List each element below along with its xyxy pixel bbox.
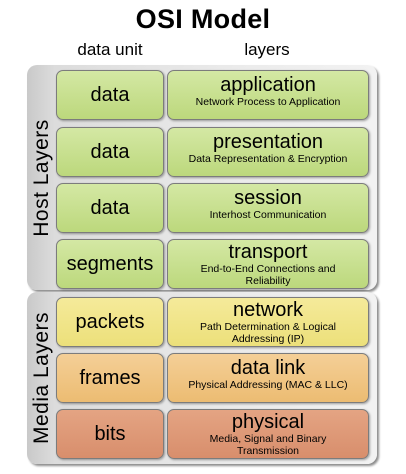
layer-name: session: [234, 187, 302, 209]
data-unit-cell: data: [56, 70, 164, 120]
layer-name: presentation: [212, 131, 324, 153]
data-unit-cell: data: [56, 127, 164, 177]
diagram-title: OSI Model: [135, 4, 271, 34]
data-unit-cell: packets: [56, 297, 164, 347]
layer-description: End-to-End Connections and Reliability: [200, 263, 336, 287]
layer-description: Path Determination & Logical Addressing …: [200, 321, 336, 345]
layer-description: Interhost Communication: [209, 209, 327, 221]
layer-cell-transport: transport End-to-End Connections and Rel…: [167, 239, 369, 289]
data-unit-cell: bits: [56, 409, 164, 459]
data-unit-cell: segments: [56, 239, 164, 289]
layer-cell-presentation: presentation Data Representation & Encry…: [167, 127, 369, 177]
layers-column-header: layers: [244, 40, 290, 59]
media-layers-label: Media Layers: [30, 311, 53, 445]
layer-cell-data-link: data link Physical Addressing (MAC & LLC…: [167, 353, 369, 403]
layer-name: transport: [228, 241, 308, 263]
media-layers-label-wrap: Media Layers: [30, 292, 53, 464]
layer-name: application: [220, 74, 316, 96]
layer-name: physical: [231, 411, 305, 433]
layer-description: Network Process to Application: [195, 96, 341, 108]
media-layers-group: Media Layers packets network Path Determ…: [27, 292, 377, 464]
layer-cell-physical: physical Media, Signal and Binary Transm…: [167, 409, 369, 459]
layer-name: data link: [230, 357, 306, 379]
layer-cell-session: session Interhost Communication: [167, 183, 369, 233]
host-layers-label-wrap: Host Layers: [30, 65, 54, 290]
data-unit-column-header: data unit: [77, 40, 143, 59]
layer-cell-application: application Network Process to Applicati…: [167, 70, 369, 120]
layer-description: Physical Addressing (MAC & LLC): [188, 379, 348, 391]
layer-description: Media, Signal and Binary Transmission: [209, 433, 327, 457]
data-unit-cell: frames: [56, 353, 164, 403]
layer-cell-network: network Path Determination & Logical Add…: [167, 297, 369, 347]
host-layers-label: Host Layers: [30, 118, 54, 237]
layer-description: Data Representation & Encryption: [188, 153, 348, 165]
layer-name: network: [232, 299, 304, 321]
host-layers-group: Host Layers data application Network Pro…: [27, 65, 377, 290]
data-unit-cell: data: [56, 183, 164, 233]
